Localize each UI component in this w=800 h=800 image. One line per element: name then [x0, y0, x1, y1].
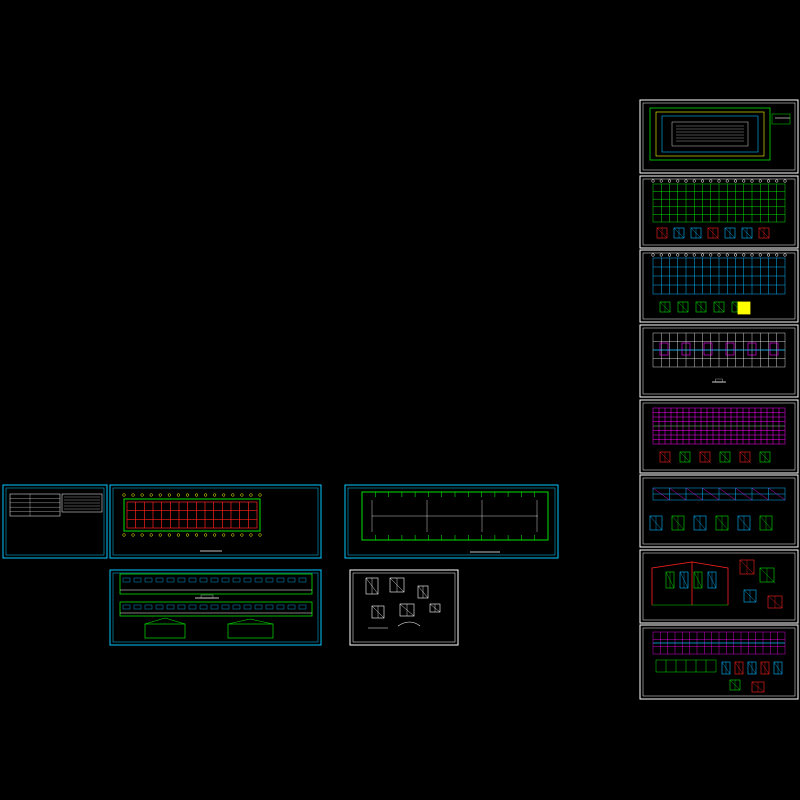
sheet-foundation-plan[interactable] [109, 484, 322, 559]
sheet-cover-notes[interactable] [2, 484, 108, 559]
sheet-right-7[interactable] [639, 549, 799, 624]
sheet-right-2[interactable] [639, 175, 799, 249]
sheet-elevations[interactable] [109, 569, 322, 646]
sheet-details[interactable] [349, 569, 459, 646]
sheet-right-1[interactable] [639, 99, 799, 174]
sheet-right-8[interactable] [639, 624, 799, 700]
sheet-right-5[interactable] [639, 399, 799, 474]
sheet-right-4[interactable] [639, 324, 799, 398]
sheet-right-3[interactable] [639, 249, 799, 323]
sheet-roof-framing-plan[interactable] [344, 484, 559, 559]
sheet-right-6[interactable] [639, 474, 799, 548]
